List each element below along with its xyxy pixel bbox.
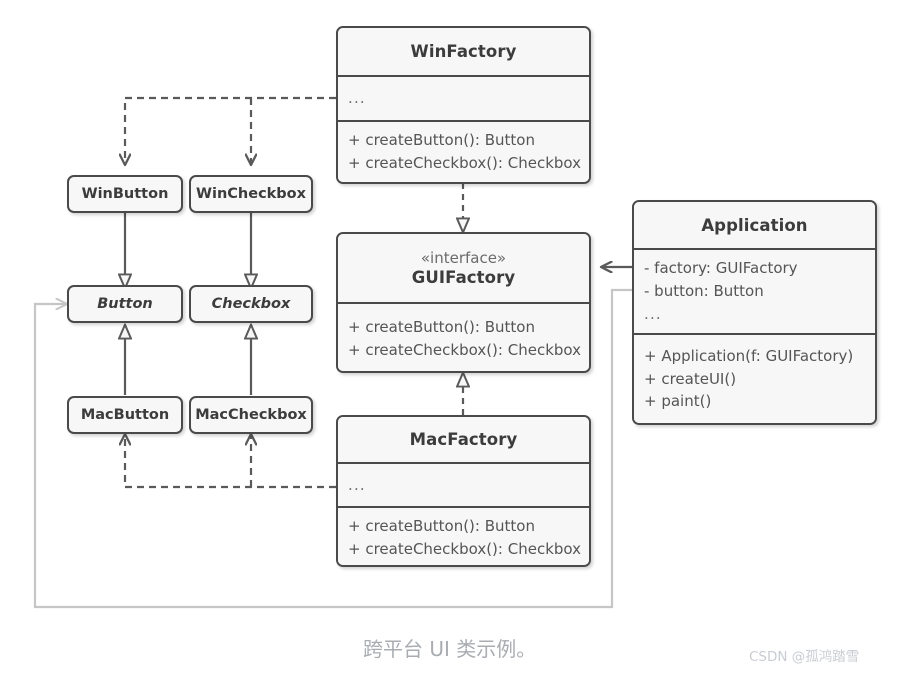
- winfactory-name-compartment: WinFactory: [338, 28, 589, 75]
- macfactory-name-compartment: MacFactory: [338, 417, 589, 462]
- macfactory-attributes-compartment: ...: [338, 462, 589, 506]
- application-method: + createUI(): [644, 369, 737, 388]
- wincheckbox-title: WinCheckbox: [195, 186, 307, 202]
- edge-macfactory-macbutton: [125, 434, 336, 489]
- macfactory-method: + createCheckbox(): Checkbox: [348, 539, 581, 558]
- winfactory-attribute: ...: [348, 89, 366, 108]
- macfactory-title: MacFactory: [409, 430, 518, 449]
- class-box-button[interactable]: Button: [67, 285, 183, 323]
- winfactory-method: + createButton(): Button: [348, 131, 535, 150]
- class-box-maccheckbox[interactable]: MacCheckbox: [189, 396, 313, 434]
- winfactory-method: + createCheckbox(): Checkbox: [348, 154, 581, 172]
- edge-winfactory-winbutton: [125, 96, 336, 165]
- macfactory-methods-compartment: + createButton(): Button + createCheckbo…: [338, 506, 589, 565]
- class-box-application[interactable]: Application - factory: GUIFactory - butt…: [632, 200, 877, 425]
- class-box-macbutton[interactable]: MacButton: [67, 396, 183, 434]
- application-method: + paint(): [644, 392, 712, 411]
- class-box-winbutton[interactable]: WinButton: [67, 175, 183, 213]
- maccheckbox-title: MacCheckbox: [195, 407, 307, 423]
- diagram-caption: 跨平台 UI 类示例。: [363, 637, 537, 661]
- guifactory-method: + createCheckbox(): Checkbox: [348, 340, 581, 359]
- guifactory-method: + createButton(): Button: [348, 317, 535, 336]
- application-attributes-compartment: - factory: GUIFactory - button: Button .…: [634, 248, 875, 333]
- guifactory-stereotype: «interface»: [420, 249, 507, 268]
- winfactory-attributes-compartment: ...: [338, 75, 589, 120]
- checkbox-title: Checkbox: [211, 296, 291, 312]
- watermark: CSDN @孤鸿踏雪: [749, 649, 860, 665]
- class-box-checkbox[interactable]: Checkbox: [189, 285, 313, 323]
- class-box-wincheckbox[interactable]: WinCheckbox: [189, 175, 313, 213]
- guifactory-title: GUIFactory: [411, 267, 516, 287]
- guifactory-methods-compartment: + createButton(): Button + createCheckbo…: [338, 302, 589, 371]
- edge-application-button: [33, 288, 632, 609]
- application-method: + Application(f: GUIFactory): [644, 346, 854, 365]
- macfactory-method: + createButton(): Button: [348, 516, 535, 535]
- macfactory-attribute: ...: [348, 475, 366, 494]
- application-attribute: ...: [644, 304, 662, 323]
- application-title: Application: [701, 215, 808, 235]
- winfactory-title: WinFactory: [410, 42, 517, 61]
- application-attribute: - factory: GUIFactory: [644, 259, 798, 278]
- button-title: Button: [97, 296, 153, 312]
- macbutton-title: MacButton: [80, 407, 170, 423]
- class-box-guifactory[interactable]: «interface» GUIFactory + createButton():…: [336, 232, 591, 373]
- application-attribute: - button: Button: [644, 282, 764, 301]
- class-box-winfactory[interactable]: WinFactory ... + createButton(): Button …: [336, 26, 591, 184]
- application-methods-compartment: + Application(f: GUIFactory) + createUI(…: [634, 333, 875, 423]
- application-name-compartment: Application: [634, 202, 875, 248]
- class-box-macfactory[interactable]: MacFactory ... + createButton(): Button …: [336, 415, 591, 567]
- guifactory-name-compartment: «interface» GUIFactory: [338, 234, 589, 302]
- winbutton-title: WinButton: [81, 186, 169, 202]
- winfactory-methods-compartment: + createButton(): Button + createCheckbo…: [338, 120, 589, 182]
